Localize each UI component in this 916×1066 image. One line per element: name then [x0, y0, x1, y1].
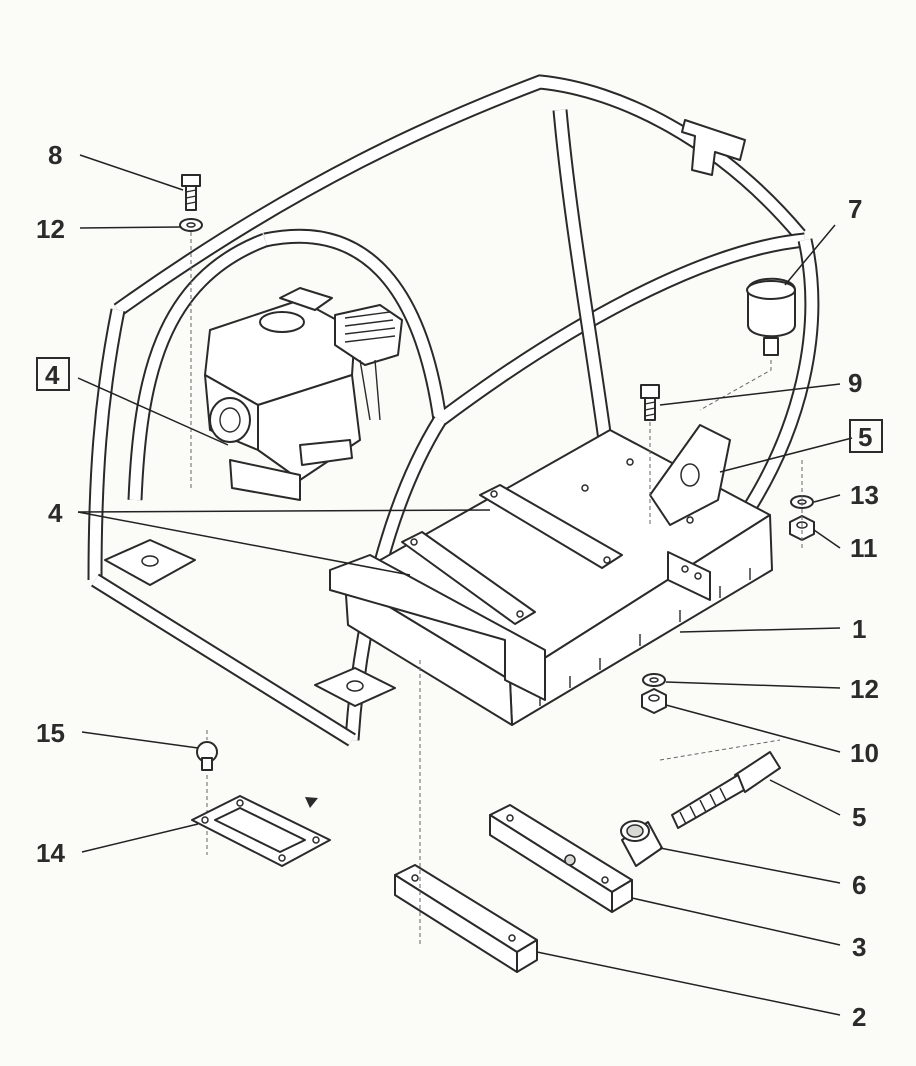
callout-3: 3 — [852, 932, 866, 962]
washer-12-upper — [179, 218, 203, 232]
spacer-6 — [620, 820, 663, 867]
bolt-9 — [640, 384, 660, 421]
callout-2: 2 — [852, 1002, 866, 1032]
washer-12-lower — [642, 673, 666, 687]
callout-4-boxed: 4 — [45, 360, 60, 390]
bolt-8 — [181, 174, 201, 211]
callout-12-upper: 12 — [36, 214, 65, 244]
callout-10: 10 — [850, 738, 879, 768]
callout-4: 4 — [48, 498, 63, 528]
nut-10 — [641, 688, 667, 714]
callout-8: 8 — [48, 140, 62, 170]
bar-2 — [394, 864, 538, 973]
callout-13: 13 — [850, 480, 879, 510]
callout-11: 11 — [850, 533, 878, 563]
grommet-15 — [196, 741, 218, 771]
part-7-silencer — [746, 277, 796, 356]
roll-cage-frame — [87, 74, 820, 747]
callout-5-boxed: 5 — [858, 422, 872, 452]
callout-7: 7 — [848, 194, 862, 224]
callout-9: 9 — [848, 368, 862, 398]
bar-3 — [489, 804, 633, 913]
callout-5: 5 — [852, 802, 866, 832]
callout-12-lower: 12 — [850, 674, 879, 704]
leader-lines — [77, 154, 853, 1016]
gasket-14 — [191, 795, 331, 867]
engine-mount-rails — [329, 484, 623, 701]
callout-box-4 — [36, 357, 70, 391]
callout-6: 6 — [852, 870, 866, 900]
callout-labels: 8 12 7 4 9 5 13 4 11 1 12 15 10 5 14 6 3… — [36, 140, 879, 1032]
adjusting-screw-5 — [671, 751, 781, 829]
callout-15: 15 — [36, 718, 65, 748]
callout-1: 1 — [852, 614, 866, 644]
engine — [204, 287, 403, 501]
callout-14: 14 — [36, 838, 65, 868]
callout-box-5 — [849, 419, 883, 453]
